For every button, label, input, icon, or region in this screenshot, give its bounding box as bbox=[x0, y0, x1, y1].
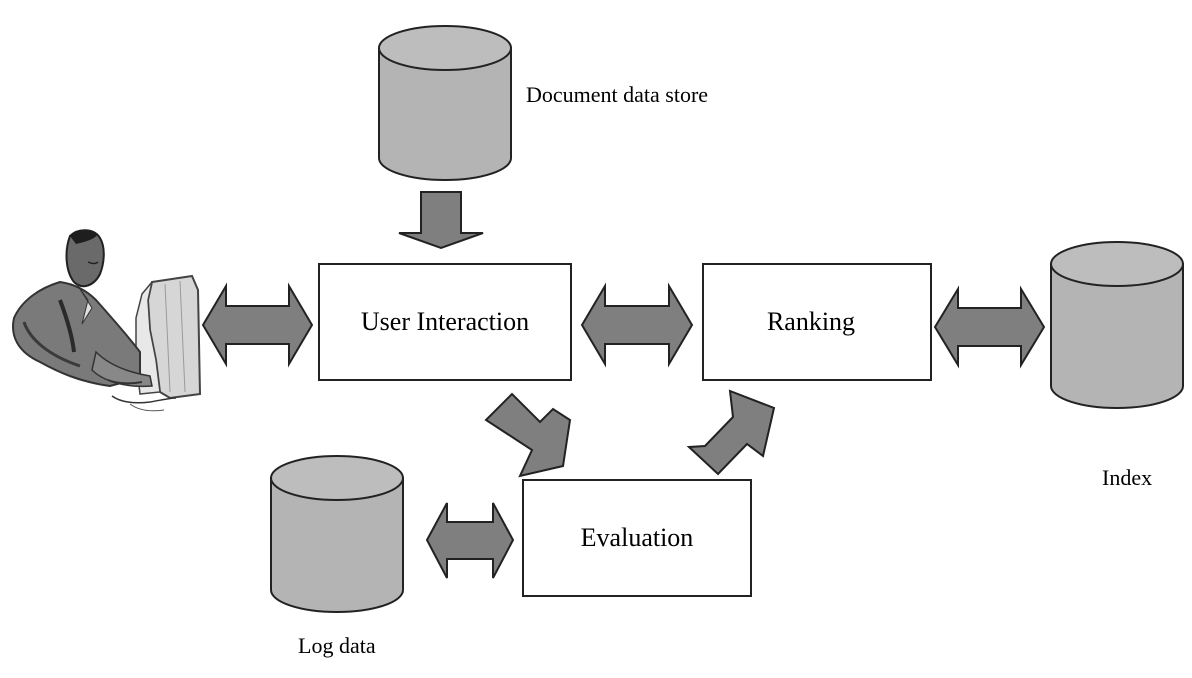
interaction-ranking-double-arrow bbox=[580, 282, 694, 368]
user-at-computer-icon bbox=[12, 229, 202, 412]
interaction-to-evaluation-arrow bbox=[484, 392, 572, 478]
document-to-interaction-arrow bbox=[398, 191, 484, 250]
ranking-label: Ranking bbox=[767, 307, 855, 336]
ranking-index-double-arrow bbox=[933, 285, 1046, 369]
evaluation-to-ranking-arrow bbox=[686, 389, 776, 476]
index-label: Index bbox=[1102, 465, 1152, 490]
evaluation-box bbox=[522, 479, 752, 597]
user-interaction-double-arrow bbox=[201, 282, 314, 368]
user-interaction-label: User Interaction bbox=[361, 307, 529, 336]
log-evaluation-double-arrow bbox=[425, 502, 515, 579]
document-store-cylinder bbox=[378, 25, 512, 181]
ranking-box bbox=[702, 263, 932, 381]
log-data-cylinder bbox=[270, 455, 404, 613]
user-interaction-box bbox=[318, 263, 572, 381]
index-cylinder bbox=[1050, 241, 1184, 409]
log-data-label: Log data bbox=[298, 633, 376, 658]
evaluation-label: Evaluation bbox=[581, 523, 694, 552]
document-store-label: Document data store bbox=[526, 82, 708, 107]
